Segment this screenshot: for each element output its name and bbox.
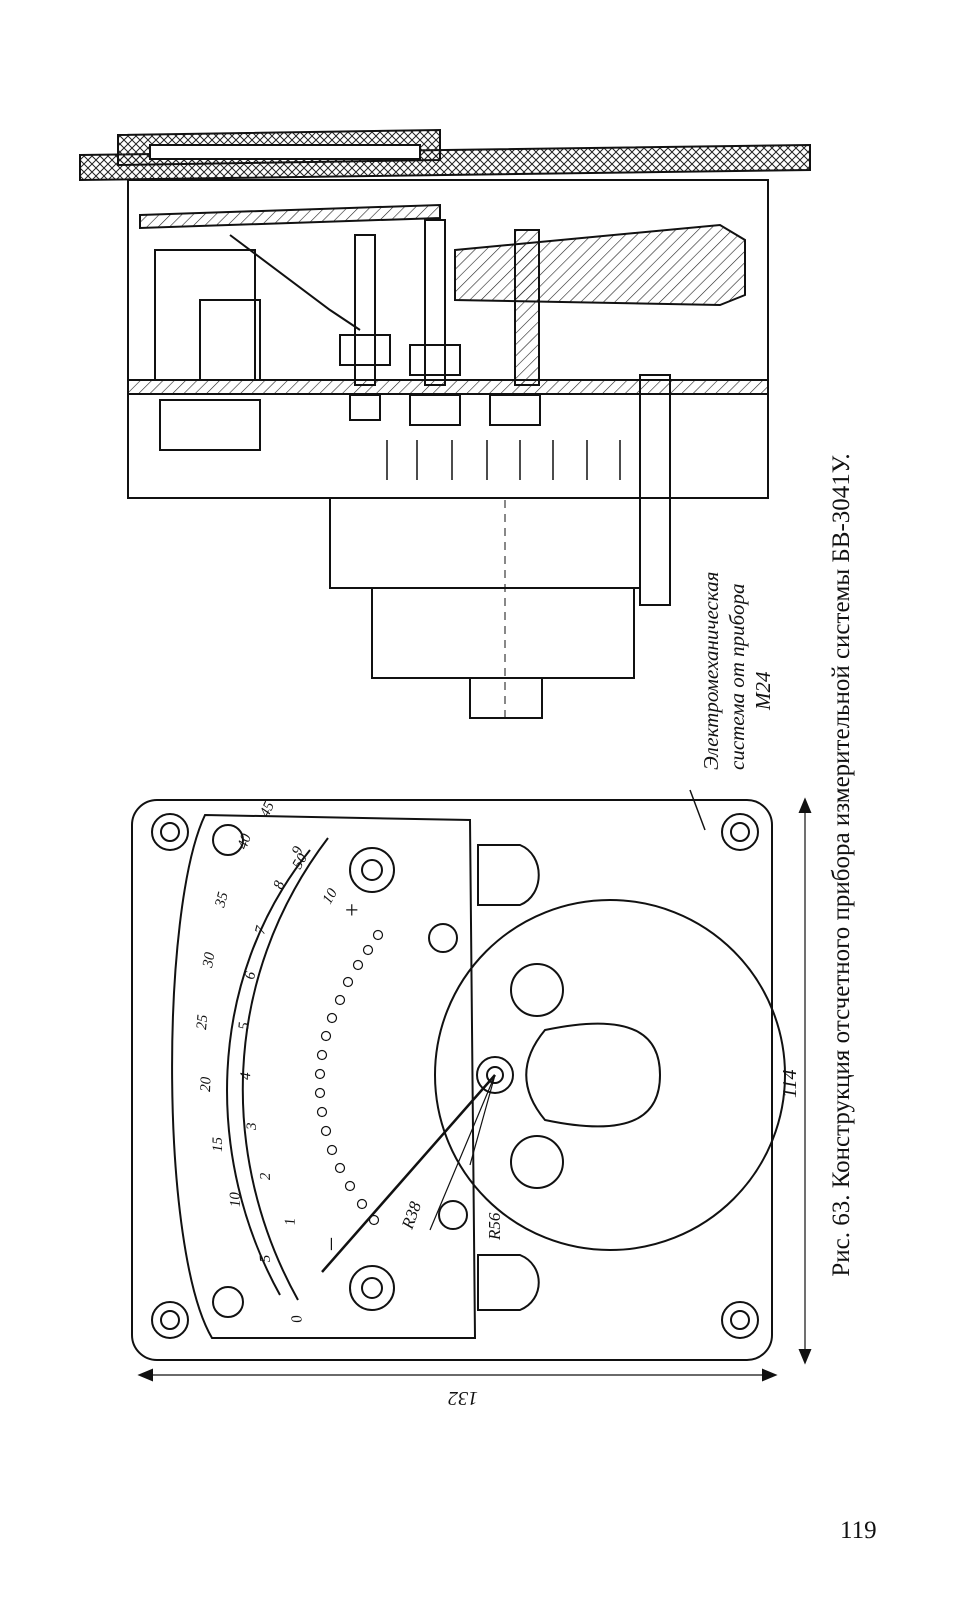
note-line-3: М24: [751, 671, 775, 711]
note-label: Электромеханическая система от прибора М…: [699, 572, 775, 770]
front-view: [131, 797, 812, 1382]
outer-tick-25: 25: [194, 1014, 211, 1031]
magnet: [454, 223, 746, 307]
caption-text: Рис. 63. Конструкция отсчетного прибора …: [828, 453, 855, 1277]
pointer: [321, 1074, 496, 1273]
inner-tick-4: 4: [238, 1072, 254, 1081]
minus-sign: –: [317, 1237, 343, 1251]
page-number: 119: [840, 1517, 877, 1544]
outer-tick-10: 10: [227, 1191, 244, 1207]
outer-tick-45: 45: [257, 799, 278, 820]
pointer-hub: [476, 1056, 514, 1094]
corner-holes: [151, 813, 759, 1339]
outer-tick-35: 35: [212, 890, 232, 910]
dimension-width: 132: [448, 1387, 478, 1409]
inner-tick-9: 9: [289, 844, 307, 858]
outer-tick-30: 30: [200, 951, 219, 970]
figure-caption: Рис. 63. Конструкция отсчетного прибора …: [812, 265, 872, 1465]
outer-tick-5: 5: [257, 1254, 274, 1263]
inner-tick-5: 5: [236, 1021, 253, 1030]
radius-r38: R38: [398, 1199, 426, 1233]
inner-tick-10: 10: [320, 886, 342, 907]
terminal-pins: [386, 440, 621, 480]
note-line-1: Электромеханическая: [699, 572, 723, 770]
base-plate: [131, 799, 773, 1361]
inner-tick-8: 8: [271, 878, 289, 891]
dot-arc: [314, 929, 384, 1226]
inner-tick-2: 2: [258, 1172, 274, 1181]
dial-plate: [139, 203, 441, 230]
outer-tick-15: 15: [210, 1137, 226, 1153]
scale-arc-outer: [241, 837, 329, 1301]
mechanism-body: [329, 497, 641, 589]
inner-tick-3: 3: [244, 1123, 260, 1132]
scale-arc-inner: [226, 849, 311, 1296]
mechanism-disk: [434, 899, 786, 1251]
mechanism-cover: [371, 587, 635, 679]
plus-sign: +: [345, 898, 359, 924]
side-section-view: [79, 128, 811, 720]
mechanism-shaft: [469, 677, 543, 719]
note-line-2: система от прибора: [725, 584, 749, 770]
outer-tick-0: 0: [289, 1313, 306, 1324]
outer-scale-labels: 0 5 10 15 20 25 30 35 40 45 50: [194, 799, 311, 1324]
radius-r56: R56: [485, 1212, 504, 1241]
dimension-height: 114: [779, 1069, 801, 1098]
inner-tick-6: 6: [242, 970, 259, 981]
glass: [149, 144, 421, 160]
scale-plate: [171, 813, 477, 1339]
partition: [127, 379, 769, 395]
outer-tick-40: 40: [235, 831, 255, 851]
outer-tick-20: 20: [198, 1076, 215, 1092]
inner-tick-1: 1: [282, 1217, 299, 1226]
inner-tick-7: 7: [252, 923, 270, 936]
